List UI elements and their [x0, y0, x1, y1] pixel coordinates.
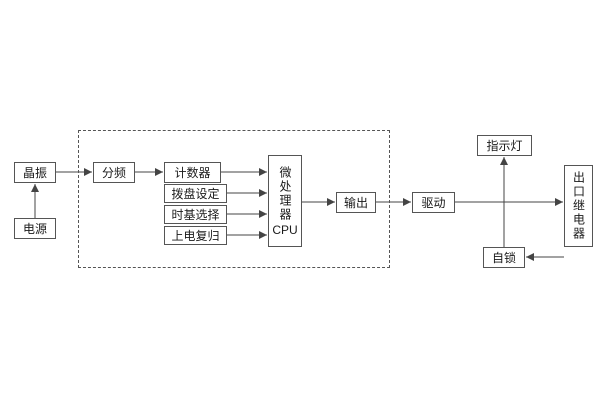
node-divider-label: 分频: [101, 165, 126, 180]
node-selflock-label: 自锁: [491, 250, 516, 265]
node-power-supply: 电源: [14, 218, 56, 239]
node-power-label: 电源: [22, 221, 47, 236]
node-output-relay: 出口继电器: [564, 165, 593, 247]
node-timebase-select: 时基选择: [164, 205, 227, 224]
node-indicator-lamp: 指示灯: [477, 135, 532, 156]
node-crystal-label: 晶振: [22, 165, 47, 180]
node-cpu-vertical-label: 微处理器: [278, 166, 292, 222]
node-counter-label: 计数器: [174, 165, 211, 180]
node-frequency-divider: 分频: [93, 162, 135, 183]
dashed-group-frame: [78, 130, 390, 268]
node-output: 输出: [336, 192, 376, 213]
node-dial-label: 拨盘设定: [171, 186, 220, 201]
node-indicator-label: 指示灯: [486, 138, 523, 153]
node-power-on-reset: 上电复归: [164, 226, 227, 245]
node-relay-vertical-label: 出口继电器: [571, 171, 586, 241]
node-drive: 驱动: [412, 192, 455, 213]
node-drive-label: 驱动: [421, 195, 446, 210]
node-counter: 计数器: [164, 162, 221, 183]
node-timebase-label: 时基选择: [171, 207, 220, 222]
node-self-lock: 自锁: [483, 247, 525, 268]
node-crystal-oscillator: 晶振: [14, 162, 56, 183]
node-output-label: 输出: [343, 195, 368, 210]
node-dial-setting: 拨盘设定: [164, 184, 227, 203]
node-reset-label: 上电复归: [171, 228, 220, 243]
node-microprocessor-cpu: 微处理器 CPU: [268, 155, 302, 247]
node-cpu-sub-label: CPU: [272, 223, 298, 237]
